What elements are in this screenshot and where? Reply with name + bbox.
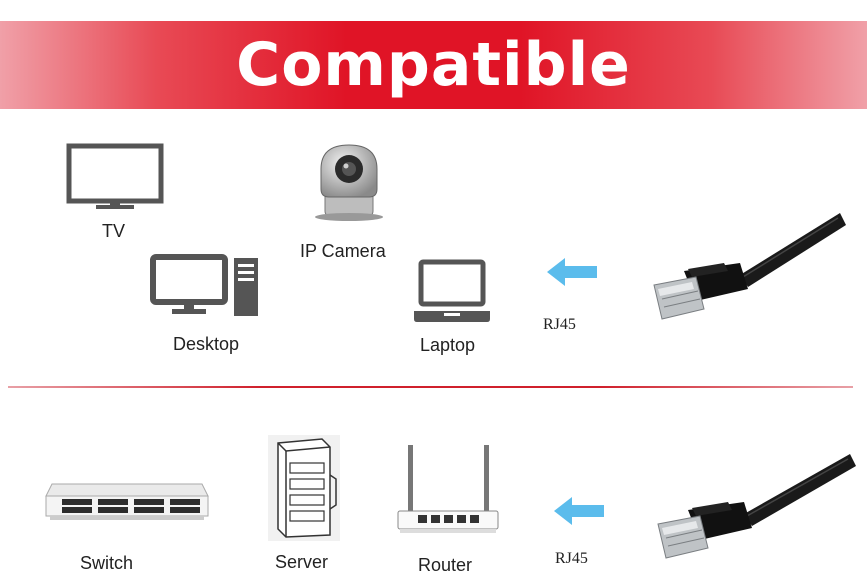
switch-label: Switch: [80, 553, 134, 573]
laptop-label: Laptop: [420, 335, 476, 355]
rj45-cable-icon: [657, 454, 856, 559]
server-icon: [268, 435, 340, 541]
server-label: Server: [275, 552, 329, 572]
arrow-left-icon: [554, 497, 604, 525]
desktop-icon: [150, 254, 258, 316]
arrow-left-icon: [547, 258, 597, 286]
tv-label: TV: [102, 221, 126, 241]
switch-icon: [45, 483, 209, 520]
rj45-cable-icon: [653, 213, 846, 320]
banner-title: Compatible: [236, 30, 631, 100]
router-label: Router: [418, 555, 473, 575]
section-divider: [8, 386, 853, 388]
desktop-label: Desktop: [173, 334, 240, 354]
rj45-label: RJ45: [555, 550, 588, 567]
rj45-label: RJ45: [543, 316, 576, 333]
router-icon: [397, 445, 499, 533]
laptop-icon: [414, 259, 490, 322]
ip-camera-label: IP Camera: [300, 241, 386, 261]
ip-camera-icon: [315, 144, 383, 221]
compatible-banner: Compatible: [0, 21, 867, 109]
tv-icon: [66, 143, 164, 209]
